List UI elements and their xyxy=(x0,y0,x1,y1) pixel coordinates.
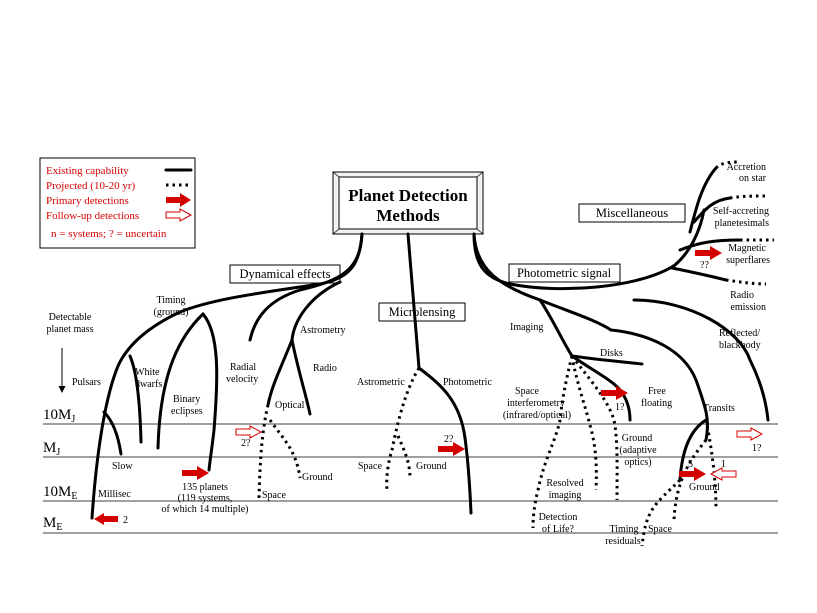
title-line-1: Planet Detection xyxy=(348,186,468,205)
legend-existing: Existing capability xyxy=(46,165,129,177)
label-transit-ground: Ground xyxy=(689,482,720,493)
label-timing: Timing xyxy=(156,295,185,306)
legend-filled-arrow-icon xyxy=(166,193,191,207)
label-interf-3: (infrared/optical) xyxy=(503,410,571,421)
label-adaptive-2: (adaptive xyxy=(619,445,657,456)
label-disks: Disks xyxy=(600,348,623,359)
count-micro: 2? xyxy=(444,434,454,445)
label-timing-ground: (ground) xyxy=(154,307,189,318)
label-timing-res-2: residuals xyxy=(605,536,641,547)
label-resolved-1: Resolved xyxy=(546,478,583,489)
label-interf-1: Space xyxy=(515,386,539,397)
count-free: 1? xyxy=(615,402,625,413)
label-adaptive-3: optics) xyxy=(624,457,651,468)
label-rv-2: velocity xyxy=(226,374,258,385)
label-optical: Optical xyxy=(275,400,305,411)
count-transit-primary: 5 xyxy=(688,459,693,470)
label-planets-2: (119 systems, xyxy=(178,493,233,504)
label-pulsars: Pulsars xyxy=(72,377,101,388)
label-adaptive-1: Ground xyxy=(622,433,653,444)
legend-followup: Follow-up detections xyxy=(46,210,139,222)
label-magnetic-2: superflares xyxy=(726,255,770,266)
label-life-1: Detection xyxy=(539,512,578,523)
primary-arrow-free-icon xyxy=(601,386,628,400)
label-accretion-2: on star xyxy=(739,173,767,184)
level-10mj: 10MJ xyxy=(43,407,75,425)
label-transits: Transits xyxy=(703,403,735,414)
tree-branches xyxy=(90,160,774,547)
label-planets-3: of which 14 multiple) xyxy=(162,504,249,515)
primary-arrow-micro-icon xyxy=(438,442,465,456)
svg-text:Microlensing: Microlensing xyxy=(389,305,456,319)
label-free-2: floating xyxy=(641,398,672,409)
legend-hollow-arrow-icon xyxy=(165,208,193,222)
count-rv: 2? xyxy=(241,438,251,449)
branch-labels: Timing (ground) Pulsars White dwarfs Bin… xyxy=(72,162,770,547)
label-reflected-2: blackbody xyxy=(719,340,761,351)
label-resolved-2: imaging xyxy=(549,490,582,501)
label-astro-ground: Ground xyxy=(302,472,333,483)
legend-projected: Projected (10-20 yr) xyxy=(46,180,136,192)
label-transit-space: Space xyxy=(648,524,672,535)
label-binary-1: Binary xyxy=(173,394,200,405)
followup-arrow-reflected-icon xyxy=(736,427,764,441)
primary-arrow-pulsar-icon xyxy=(94,513,118,525)
primary-arrow-rv-icon xyxy=(182,466,209,480)
label-interf-2: interferometry xyxy=(507,398,565,409)
label-imaging: Imaging xyxy=(510,322,543,333)
label-binary-2: eclipses xyxy=(171,406,203,417)
level-me: ME xyxy=(43,515,62,533)
label-slow: Slow xyxy=(112,461,133,472)
label-radio-em-2: emission xyxy=(730,302,766,313)
legend-primary: Primary detections xyxy=(46,195,129,207)
detection-markers: 2 2? 2? 1? ?? xyxy=(94,246,764,526)
count-transit-followup: 1 xyxy=(721,459,726,470)
label-magnetic-1: Magnetic xyxy=(728,243,766,254)
label-micro-space: Space xyxy=(358,461,382,472)
followup-arrow-rv-icon xyxy=(235,425,263,439)
label-astro-space: Space xyxy=(262,490,286,501)
title-line-2: Methods xyxy=(376,206,440,225)
svg-text:Photometric signal: Photometric signal xyxy=(517,266,612,280)
label-accretion-1: Accretion xyxy=(727,162,766,173)
label-millisec: Millisec xyxy=(98,489,131,500)
label-life-2: of Life? xyxy=(542,524,574,535)
category-microlensing: Microlensing xyxy=(378,302,466,322)
category-dynamical: Dynamical effects xyxy=(229,264,341,284)
axis-title-line-1: Detectable xyxy=(49,312,92,323)
label-radio-em-1: Radio xyxy=(730,290,754,301)
label-photometric: Photometric xyxy=(443,377,492,388)
primary-arrow-transit-icon xyxy=(679,467,706,481)
label-planets-1: 135 planets xyxy=(182,482,228,493)
category-photometric: Photometric signal xyxy=(508,263,621,283)
label-white-dwarfs-1: White xyxy=(135,367,160,378)
label-rv-1: Radial xyxy=(230,362,256,373)
level-10me: 10ME xyxy=(43,484,77,502)
label-free-1: Free xyxy=(648,386,666,397)
count-magnetic: ?? xyxy=(700,260,709,271)
label-radio: Radio xyxy=(313,363,337,374)
legend: Existing capability Projected (10-20 yr)… xyxy=(39,157,196,249)
svg-text:Dynamical effects: Dynamical effects xyxy=(239,267,330,281)
label-white-dwarfs-2: dwarfs xyxy=(135,379,162,390)
primary-arrow-magnetic-icon xyxy=(695,246,722,260)
category-misc: Miscellaneous xyxy=(578,203,686,223)
level-mj: MJ xyxy=(43,440,60,458)
mass-axis: Detectable planet mass 10MJ MJ 10ME ME xyxy=(43,312,778,534)
count-pulsar: 2 xyxy=(123,515,128,526)
svg-text:Miscellaneous: Miscellaneous xyxy=(596,206,668,220)
label-reflected-1: Reflected/ xyxy=(719,328,760,339)
label-astrometric: Astrometric xyxy=(357,377,405,388)
label-micro-ground: Ground xyxy=(416,461,447,472)
count-reflected: 1? xyxy=(752,443,762,454)
label-astrometry: Astrometry xyxy=(300,325,346,336)
followup-arrow-transit-icon xyxy=(709,467,737,481)
legend-note: n = systems; ? = uncertain xyxy=(51,228,167,240)
label-selfacc-2: planetesimals xyxy=(715,218,770,229)
label-timing-res-1: Timing xyxy=(609,524,638,535)
label-selfacc-1: Self-accreting xyxy=(713,206,769,217)
axis-title-line-2: planet mass xyxy=(47,324,94,335)
title-box: Planet Detection Methods xyxy=(332,171,484,235)
